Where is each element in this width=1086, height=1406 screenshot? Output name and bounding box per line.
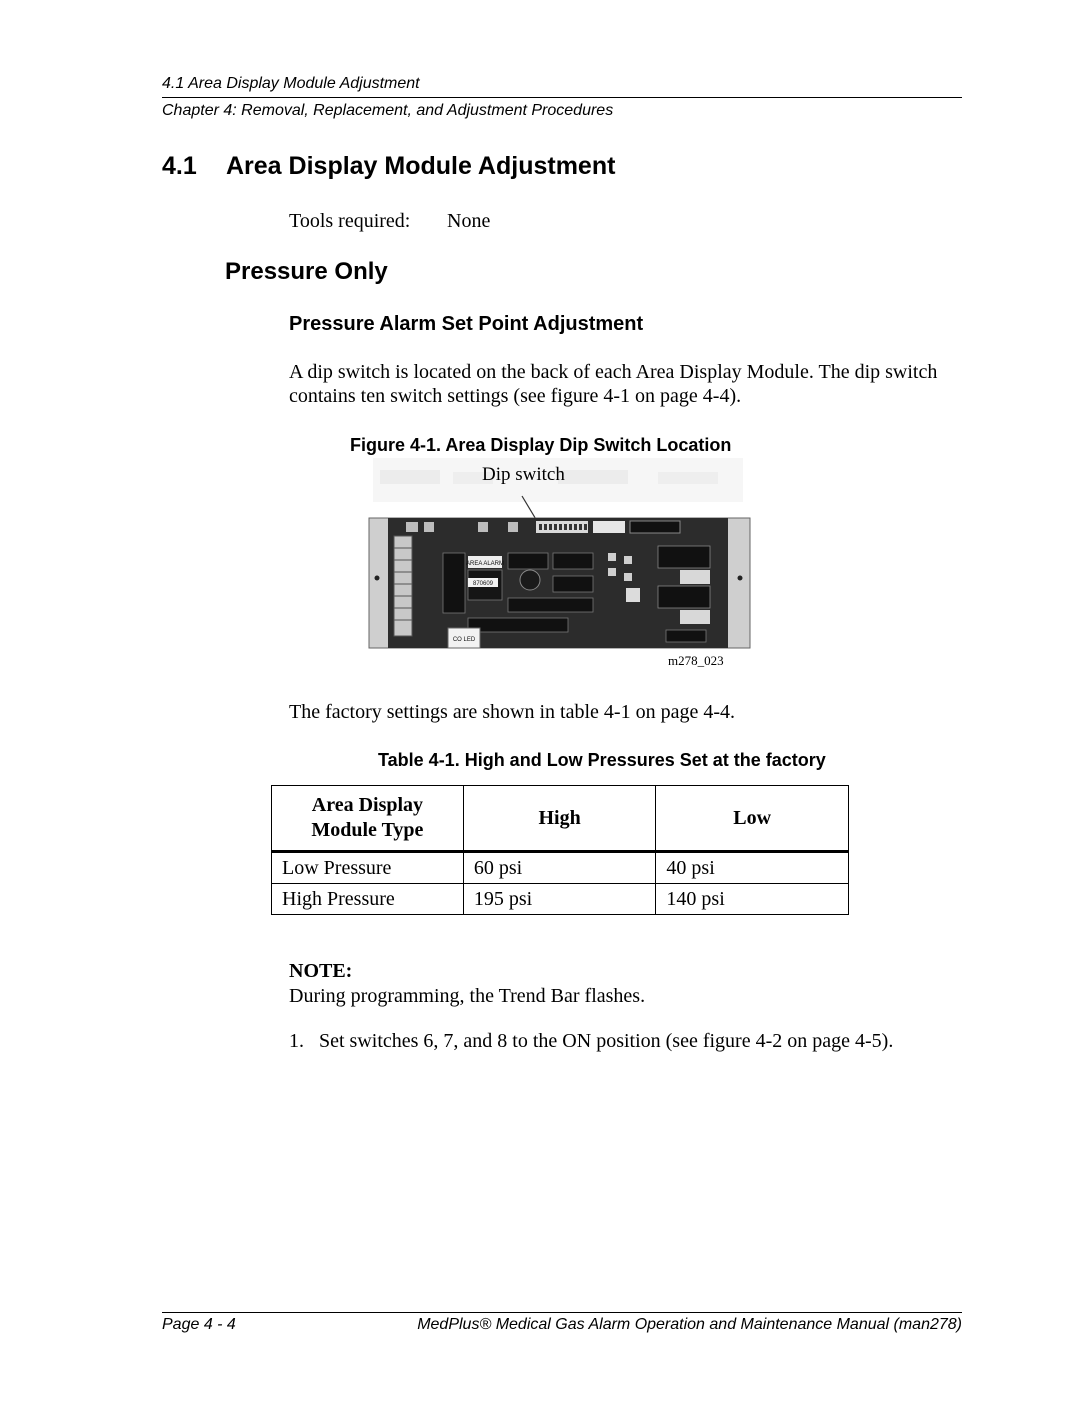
running-header-chapter: Chapter 4: Removal, Replacement, and Adj… [162, 102, 614, 119]
chip-label-area-alarm: AREA ALARM [466, 561, 504, 567]
tools-value: None [447, 210, 491, 232]
table-caption: Table 4-1. High and Low Pressures Set at… [378, 750, 826, 770]
table-row: High Pressure 195 psi 140 psi [271, 883, 849, 915]
dip-switch-callout: Dip switch [482, 464, 565, 485]
table-row: Low Pressure 60 psi 40 psi [271, 851, 849, 884]
body-paragraph-2: The factory settings are shown in table … [289, 701, 735, 723]
pressure-settings-table: Area Display Module Type High Low Low Pr… [271, 785, 849, 915]
figure-id: m278_023 [668, 653, 724, 668]
table-cell: Low Pressure [271, 851, 464, 884]
step-number: 1. [289, 1030, 304, 1052]
table-cell: 40 psi [655, 851, 849, 884]
footer-divider [162, 1312, 962, 1313]
col-header-low: Low [655, 785, 849, 852]
section-heading: 4.1 Area Display Module Adjustment [162, 152, 615, 181]
section-title: Area Display Module Adjustment [226, 152, 616, 180]
tools-required: Tools required: None [289, 210, 490, 233]
table-cell: 60 psi [462, 851, 657, 884]
subsubheading: Pressure Alarm Set Point Adjustment [289, 313, 644, 335]
table-cell: 195 psi [462, 883, 657, 915]
body-paragraph: A dip switch is located on the back of e… [289, 361, 938, 407]
chip-label-870609: 870609 [473, 581, 494, 587]
header-divider [162, 97, 962, 98]
table-header-row: Area Display Module Type High Low [271, 785, 849, 852]
table-cell: 140 psi [655, 883, 849, 915]
table-cell: High Pressure [271, 883, 464, 915]
figure-caption: Figure 4-1. Area Display Dip Switch Loca… [350, 435, 732, 455]
page-number: Page 4 - 4 [162, 1316, 236, 1333]
circuit-board-figure: AREA ALARM 870609 CO LED [368, 458, 751, 649]
manual-title: MedPlus® Medical Gas Alarm Operation and… [417, 1316, 962, 1333]
procedure-step: 1. Set switches 6, 7, and 8 to the ON pos… [289, 1030, 893, 1053]
col-header-high: High [462, 785, 657, 852]
chip-label-co-led: CO LED [453, 637, 476, 643]
subheading: Pressure Only [225, 258, 388, 285]
running-header-section: 4.1 Area Display Module Adjustment [162, 75, 420, 92]
note-text: During programming, the Trend Bar flashe… [289, 985, 646, 1007]
tools-label: Tools required: [289, 210, 411, 232]
col-header-module-type: Area Display Module Type [271, 785, 464, 852]
section-number: 4.1 [162, 152, 197, 180]
note-title: NOTE: [289, 960, 353, 982]
step-text: Set switches 6, 7, and 8 to the ON posit… [319, 1030, 894, 1052]
